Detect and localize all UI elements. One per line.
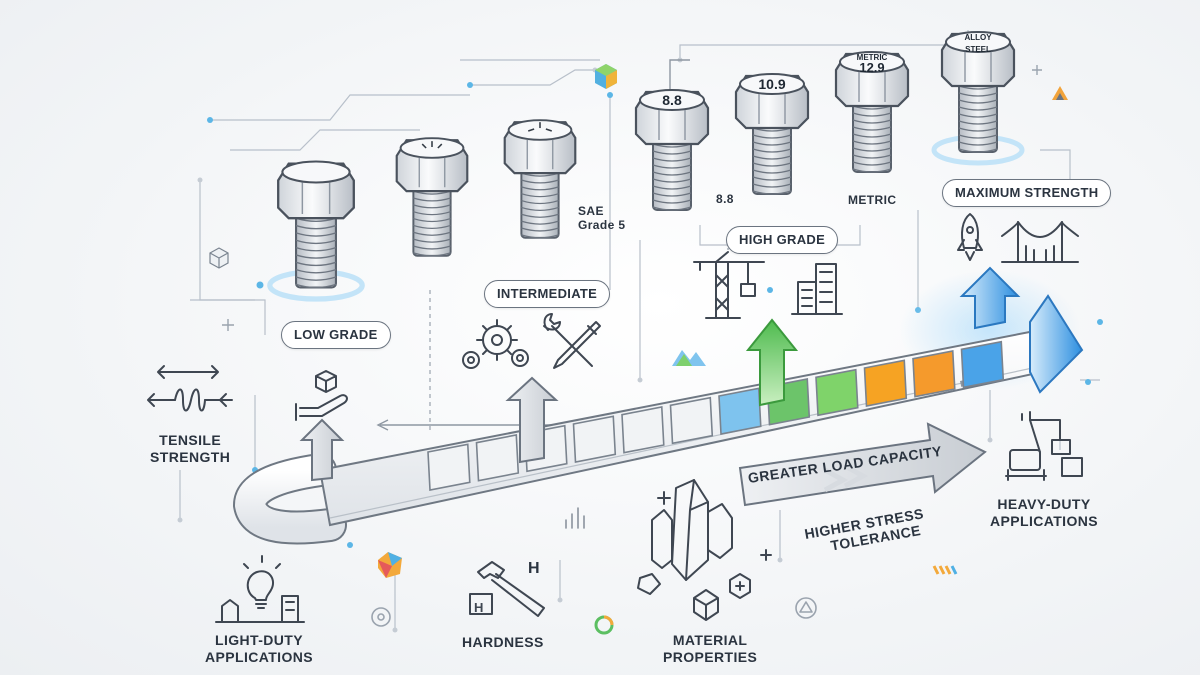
bolt-marking: 8.8 [662,92,682,108]
sparkle-icon [657,491,671,505]
progress-segment [960,340,1005,389]
stripes-icon [932,565,958,575]
material-line1: MATERIAL [672,632,748,648]
hand-cube-icon [295,370,348,421]
progress-segment [815,368,859,417]
wrench-screwdriver-icon [543,313,601,369]
progress-segment [718,387,762,435]
heavy-duty-label: HEAVY-DUTY APPLICATIONS [990,496,1098,530]
material-line2: PROPERTIES [663,649,758,665]
bolt-3 [503,119,577,239]
bolt-marking: 10.9 [758,76,785,92]
bolt-2 [395,137,469,257]
rising-arrow-green [745,318,799,407]
maximum-strength-pill: MAXIMUM STRENGTH [942,179,1112,207]
crane-icon [693,251,765,319]
progress-segment [912,350,956,398]
bolt-4: 8.8 [634,89,710,211]
bolt-7: ALLOY STEEL [931,31,1025,166]
bolt-marking-top: ALLOY [964,33,992,42]
sae-line2: Grade 5 [578,218,626,232]
light-duty-line1: LIGHT-DUTY [215,632,303,648]
low-grade-pill: LOW GRADE [281,321,391,349]
progress-segment [621,406,665,454]
progress-segment [427,443,471,491]
bolt-1 [267,160,365,302]
heavy-duty-line1: HEAVY-DUTY [997,496,1091,512]
hardness-box-letter: H [474,600,484,615]
crystal-icon [637,479,751,621]
rising-arrow-gray-2 [505,376,559,464]
progress-segment [669,396,714,445]
color-cube-icon [595,64,617,89]
progress-segment [572,415,617,463]
bridge-icon [1001,221,1079,263]
sae-grade-5-label: SAE Grade 5 [578,204,626,232]
hammer-icon [469,561,545,617]
light-duty-line2: APPLICATIONS [205,649,313,665]
sae-line1: SAE [578,204,604,218]
excavator-icon [1005,411,1083,481]
bolt-marking-bottom: STEEL [965,45,991,54]
bar-chart-icon [565,507,585,529]
cube-icon [209,247,229,269]
pie-icon [594,615,614,635]
high-grade-pill: HIGH GRADE [726,226,839,254]
light-duty-label: LIGHT-DUTY APPLICATIONS [205,632,313,666]
color-polygon-icon [378,552,402,578]
rising-arrow-blue [959,266,1021,330]
bolt-marking-bottom: 12.9 [859,60,884,75]
bolt-88-caption: 8.8 [716,192,734,206]
bolt-marking-top: METRIC [857,53,888,62]
rising-arrow-gray-1 [299,418,345,482]
gears-icon [462,319,529,369]
hardness-label: HARDNESS [462,634,544,650]
mountain-icon [672,350,706,366]
material-properties-label: MATERIAL PROPERTIES [663,632,757,666]
triangle-icon [795,597,817,619]
hardness-letter: H [528,560,540,577]
tensile-strength-label: TENSILE STRENGTH [150,432,230,466]
buildings-icon [791,263,843,315]
progress-arrow-head [1029,294,1084,394]
sparkle-icon [760,549,772,561]
rocket-icon [957,213,983,261]
ring-icon [371,607,391,627]
lightbulb-house-icon [215,555,305,623]
tensile-line2: STRENGTH [150,449,231,465]
metric-caption: METRIC [848,193,897,207]
progress-segment [863,359,908,407]
progress-segment [475,434,520,482]
load-capacity-arrow [738,422,987,507]
stretch-spring-icon [147,365,233,412]
tensile-line1: TENSILE [159,432,222,448]
bolt-5: 10.9 [734,73,810,195]
intermediate-pill: INTERMEDIATE [484,280,611,308]
heavy-duty-line2: APPLICATIONS [990,513,1098,529]
